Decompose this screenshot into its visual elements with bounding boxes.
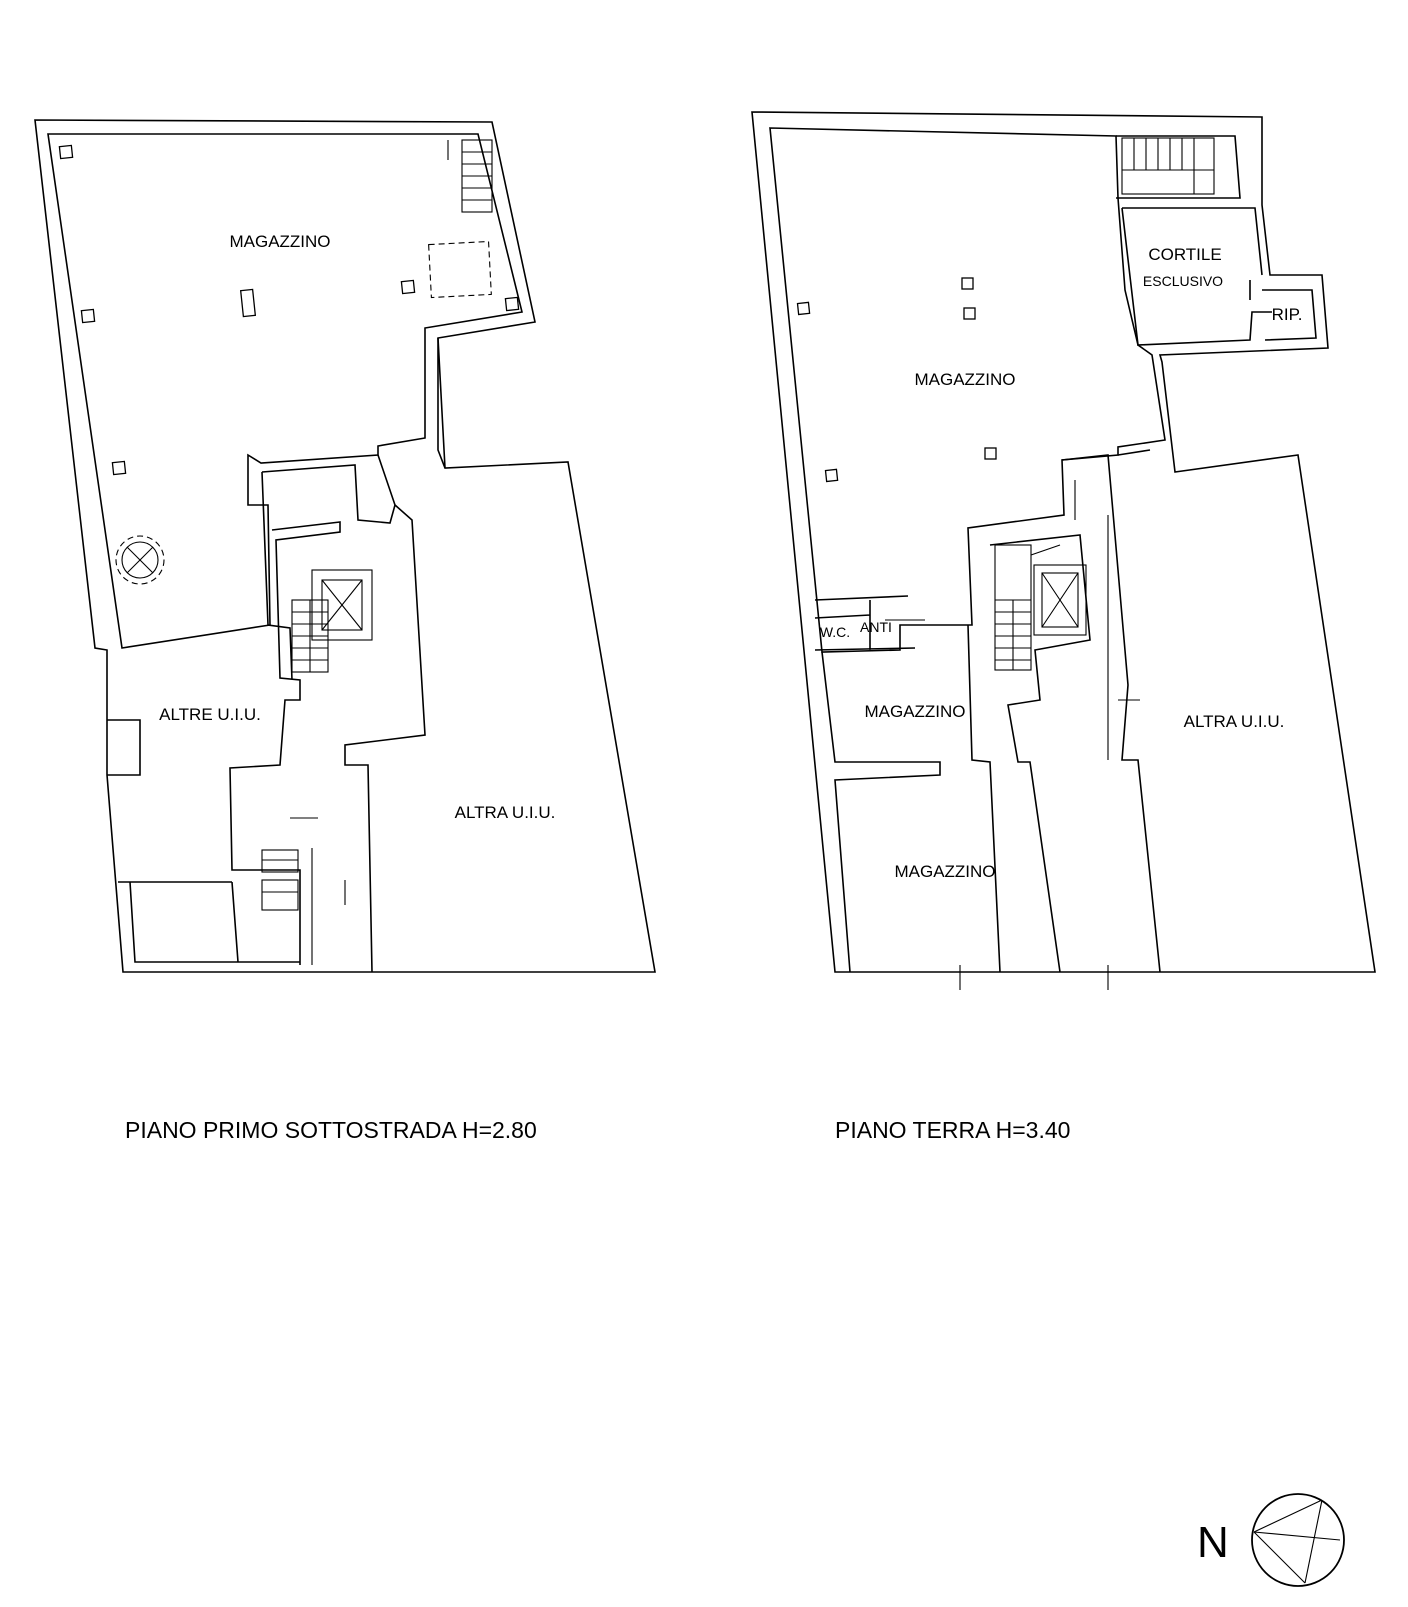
ground-top-stair: [1121, 137, 1215, 195]
ground-caption: PIANO TERRA H=3.40: [835, 1117, 1070, 1143]
ground-core-walls: [821, 449, 1161, 973]
plan-ground-floor: CORTILE ESCLUSIVO RIP. MAGAZZINO W.C. AN…: [751, 111, 1376, 1143]
basement-room-altre-uiu: ALTRE U.I.U.: [159, 705, 261, 724]
basement-room-altra-uiu: ALTRA U.I.U.: [455, 803, 556, 822]
ground-room-magazzino-low: MAGAZZINO: [894, 862, 995, 881]
ground-room-altra-uiu: ALTRA U.I.U.: [1184, 712, 1285, 731]
north-label: N: [1197, 1518, 1229, 1567]
basement-caption: PIANO PRIMO SOTTOSTRADA H=2.80: [125, 1117, 537, 1143]
compass-rose-icon: [1251, 1493, 1345, 1587]
basement-lower-stairs: [261, 849, 299, 911]
ground-room-cortile: CORTILE: [1148, 245, 1221, 264]
ground-stair: [994, 544, 1061, 671]
basement-lift-shaft: [311, 569, 373, 641]
basement-stair: [291, 599, 329, 673]
ground-magazzino-inner-wall: [769, 127, 1166, 653]
basement-room-magazzino: MAGAZZINO: [229, 232, 330, 251]
ground-wc-walls: [814, 595, 916, 651]
ground-room-magazzino-main: MAGAZZINO: [914, 370, 1015, 389]
basement-top-stair: [447, 139, 493, 213]
basement-core-walls: [229, 337, 446, 973]
ground-lift-shaft: [1033, 564, 1087, 636]
plan-basement: MAGAZZINO ALTRE U.I.U. ALTRA U.I.U. PIAN…: [34, 119, 656, 1143]
ground-room-anti: ANTI: [860, 619, 892, 635]
ground-room-magazzino-mid: MAGAZZINO: [864, 702, 965, 721]
basement-dashed-area: [428, 240, 492, 299]
ground-room-rip: RIP.: [1272, 305, 1303, 324]
ground-room-wc: W.C.: [820, 624, 850, 640]
ground-room-esclusivo: ESCLUSIVO: [1143, 273, 1223, 289]
north-arrow: N: [1197, 1493, 1345, 1587]
basement-magazzino-inner-wall: [47, 133, 523, 649]
basement-outer-wall: [34, 119, 656, 973]
basement-manhole-icon: [115, 535, 165, 585]
ground-outer-wall: [751, 111, 1376, 973]
ground-cortile-walls: [1116, 135, 1272, 346]
